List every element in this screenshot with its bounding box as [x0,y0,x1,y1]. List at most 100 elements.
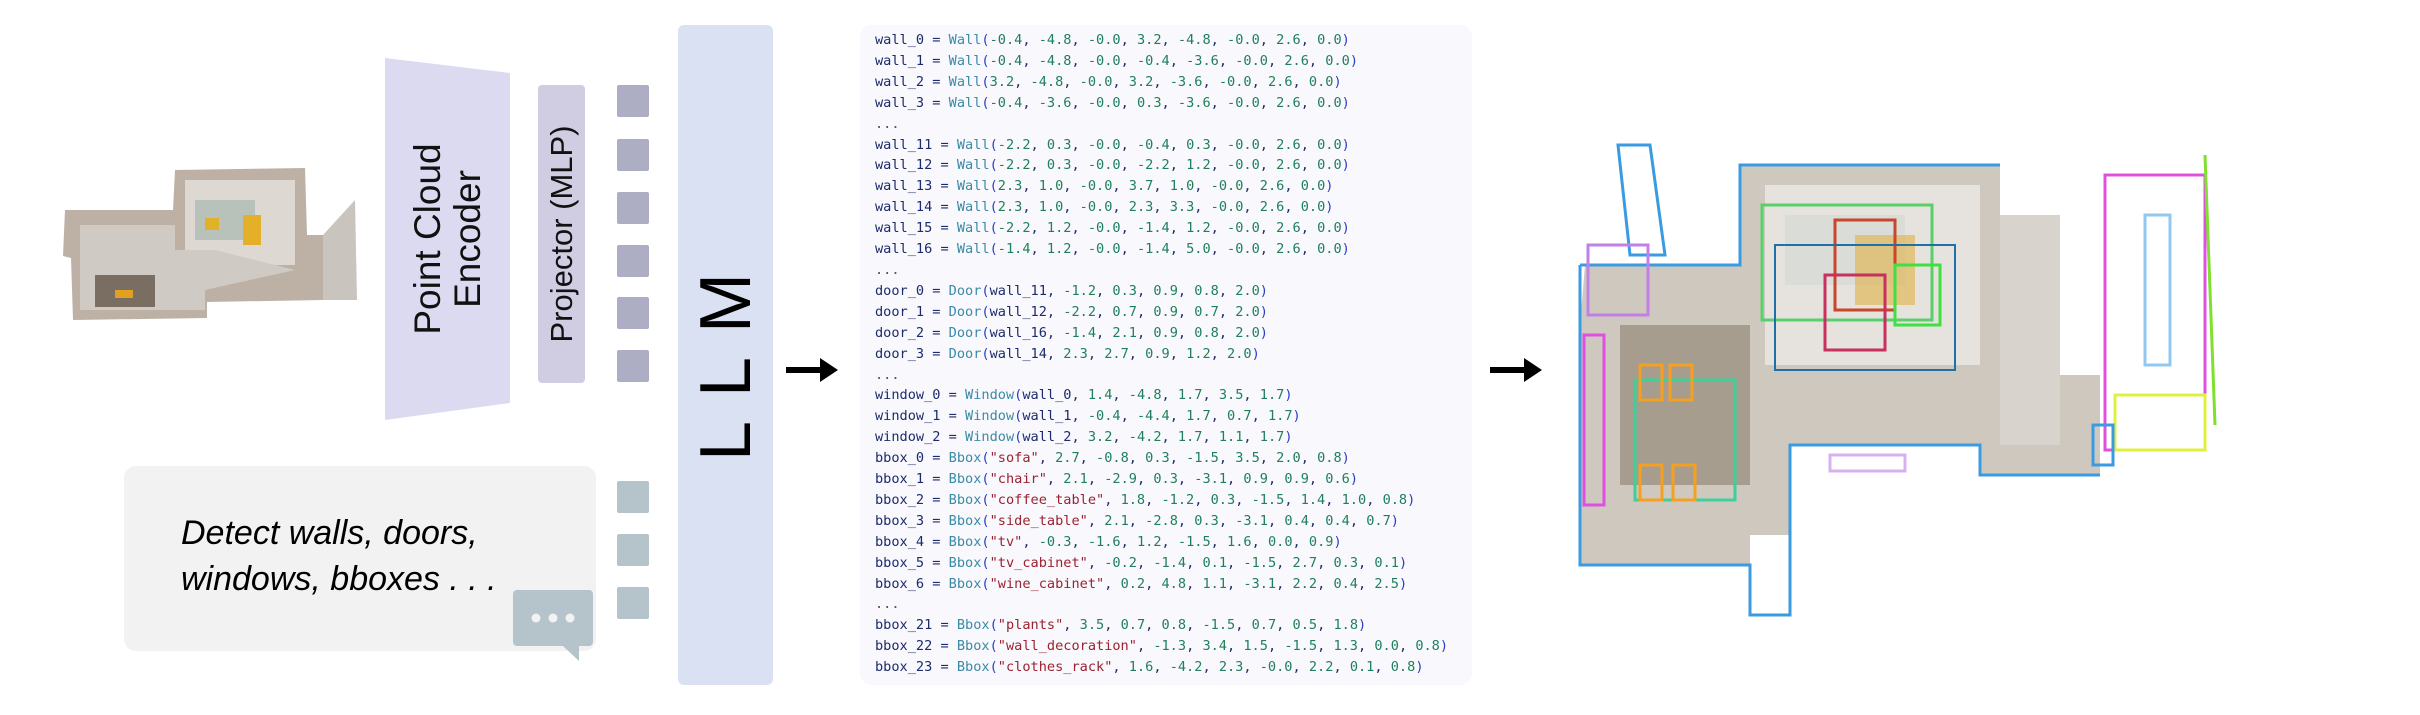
code-number: 1.0 [1038,178,1064,195]
code-number: 3.7 [1128,178,1154,195]
code-paren: ( [981,303,990,320]
point-token [617,245,649,277]
code-number: 0.3 [1112,282,1137,299]
code-comma: , [1112,199,1129,216]
code-variable: bbox_5 [875,554,925,571]
point-token [617,139,649,171]
code-paren: ( [1014,429,1023,446]
code-number: 0.0 [1308,73,1334,90]
code-comma: , [1202,387,1219,404]
code-number: -0.4 [1136,136,1170,153]
code-number: 1.3 [1333,638,1358,655]
code-line: wall_12 = Wall(-2.2, 0.3, -0.0, -2.2, 1.… [875,155,1448,176]
code-comma: , [1333,659,1350,676]
code-number: -3.6 [1169,73,1203,90]
code-number: 1.0 [1169,178,1195,195]
code-number: -0.0 [1087,32,1121,48]
code-comma: , [1177,512,1195,529]
code-comma: , [1300,136,1318,153]
code-comma: , [1071,136,1088,153]
code-comma: , [1210,533,1228,550]
code-variable: window_2 [875,429,941,446]
code-number: 1.2 [1186,157,1211,174]
code-variable: bbox_2 [875,491,925,508]
code-number: -0.0 [1087,136,1121,153]
code-function: Window [965,408,1015,425]
code-number: 0.0 [1374,638,1399,655]
code-number: 2.6 [1259,178,1285,195]
encoder-label-line2: Encoder [446,170,488,308]
code-comma: , [1022,178,1039,195]
code-number: 1.2 [1046,220,1072,237]
code-function: Wall [956,136,990,153]
code-comma: , [1358,575,1375,592]
code-comma: , [1210,241,1228,258]
code-number: 3.5 [1235,450,1260,467]
code-number: -0.3 [1038,533,1072,550]
code-line: bbox_4 = Bbox("tv", -0.3, -1.6, 1.2, -1.… [875,532,1448,553]
code-comma: , [1046,345,1064,362]
code-number: -1.4 [997,241,1031,258]
code-operator: = [932,178,957,195]
code-paren: ( [981,512,990,529]
code-paren: ( [981,471,990,488]
code-number: -0.0 [1087,52,1121,69]
code-number: -1.5 [1284,638,1318,655]
code-comma: , [1276,554,1293,571]
code-operator: = [932,659,957,676]
code-paren: ( [981,94,990,111]
arrow-right-icon [1490,356,1546,388]
code-number: 2.6 [1276,241,1301,258]
code-paren: ) [1333,73,1342,90]
code-number: 2.3 [1063,345,1088,362]
code-comma: , [1259,136,1277,153]
code-number: 0.0 [1267,533,1293,550]
code-comma: , [1300,32,1318,48]
code-comma: , [1120,408,1137,425]
code-comma: , [1251,533,1268,550]
code-variable: wall_16 [875,241,933,258]
code-number: -0.8 [1096,450,1129,467]
code-comma: , [1292,659,1309,676]
code-function: Bbox [948,575,982,592]
code-comma: , [1128,450,1146,467]
code-number: -3.6 [1038,94,1072,111]
code-number: 0.7 [1112,303,1137,320]
code-operator: = [924,554,949,571]
code-line: bbox_5 = Bbox("tv_cabinet", -0.2, -1.4, … [875,553,1448,574]
code-paren: ) [1341,136,1350,153]
bbox-chair [1671,463,1697,502]
code-paren: ) [1349,471,1359,488]
code-number: 2.3 [997,199,1023,216]
code-comma: , [1030,241,1047,258]
code-comma: , [1046,282,1064,299]
code-number: 2.1 [1063,471,1088,488]
code-comma: , [1145,575,1162,592]
code-number: 2.0 [1235,324,1260,341]
code-function: Wall [948,94,982,111]
code-number: 1.8 [1120,491,1146,508]
code-number: 2.5 [1374,575,1399,592]
code-comma: , [1325,491,1342,508]
code-number: -1.6 [1087,533,1121,550]
code-paren: ) [1333,533,1342,550]
code-comma: , [1096,324,1113,341]
code-variable: bbox_3 [875,512,925,529]
code-comma: , [1243,429,1260,446]
code-number: 1.8 [1333,617,1359,634]
code-number: 2.1 [1112,324,1137,341]
code-comma: , [1145,617,1162,634]
code-number: 0.2 [1120,575,1146,592]
code-number: 0.3 [1136,94,1162,111]
code-number: 2.6 [1276,136,1301,153]
code-number: -3.1 [1194,471,1228,488]
code-comma: , [1136,303,1154,320]
code-variable: wall_12 [875,157,933,174]
ellipsis-text: ... [875,115,900,132]
code-number: 0.3 [1153,471,1178,488]
code-number: -3.1 [1243,575,1277,592]
code-operator: = [924,471,949,488]
code-comma: , [1210,94,1228,111]
code-comma: , [1218,450,1236,467]
code-comma: , [1267,52,1285,69]
